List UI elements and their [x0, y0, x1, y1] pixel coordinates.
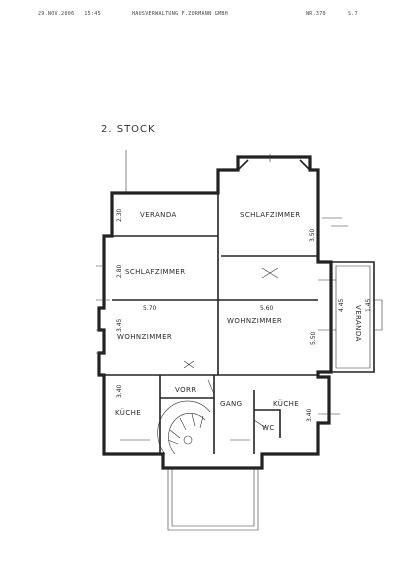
dimension-label: 2.30 — [116, 208, 123, 222]
fax-number: NR.370 — [306, 11, 326, 17]
dimension-label: 4.45 — [338, 298, 345, 312]
room-labels: VERANDA SCHLAFZIMMER SCHLAFZIMMER WOHNZI… — [115, 211, 362, 432]
room-label: GANG — [220, 400, 242, 408]
room-label: VORR — [175, 386, 197, 394]
dimension-label: 5.60 — [260, 305, 274, 312]
dimension-label: 5.50 — [310, 331, 317, 345]
fax-date: 29.NOV.2006 — [38, 11, 75, 17]
dimension-label: 3.40 — [306, 408, 313, 422]
fax-time: 15:45 — [84, 11, 101, 17]
dimension-label: 3.45 — [116, 318, 123, 332]
fax-date-time: 29.NOV.2006 15:45 — [38, 11, 101, 17]
room-label: WOHNZIMMER — [117, 333, 172, 341]
dimension-label: 3.40 — [116, 384, 123, 398]
room-label: VERANDA — [354, 305, 362, 342]
dimension-label: 2.80 — [116, 264, 123, 278]
room-label: KÜCHE — [273, 399, 299, 408]
dimension-label: 5.70 — [143, 305, 157, 312]
dimension-labels: 2.30 3.50 2.80 5.70 5.60 3.45 5.50 4.45 … — [116, 208, 372, 422]
fax-page: S.7 — [348, 11, 358, 17]
room-label: WOHNZIMMER — [227, 317, 282, 325]
room-label: KÜCHE — [115, 408, 141, 417]
room-label: SCHLAFZIMMER — [240, 211, 301, 219]
stairs — [157, 400, 211, 455]
fax-sender: HAUSVERWALTUNG F.ZORMANN GMBH — [132, 11, 228, 17]
room-label: SCHLAFZIMMER — [125, 268, 186, 276]
dimension-label: 1.45 — [365, 298, 372, 312]
room-label: VERANDA — [140, 211, 177, 219]
dimension-label: 3.50 — [309, 228, 316, 242]
wall-ticks — [96, 150, 348, 441]
room-label: WC — [262, 424, 275, 432]
inner-walls — [104, 193, 318, 454]
floor-title: 2. STOCK — [101, 124, 156, 135]
